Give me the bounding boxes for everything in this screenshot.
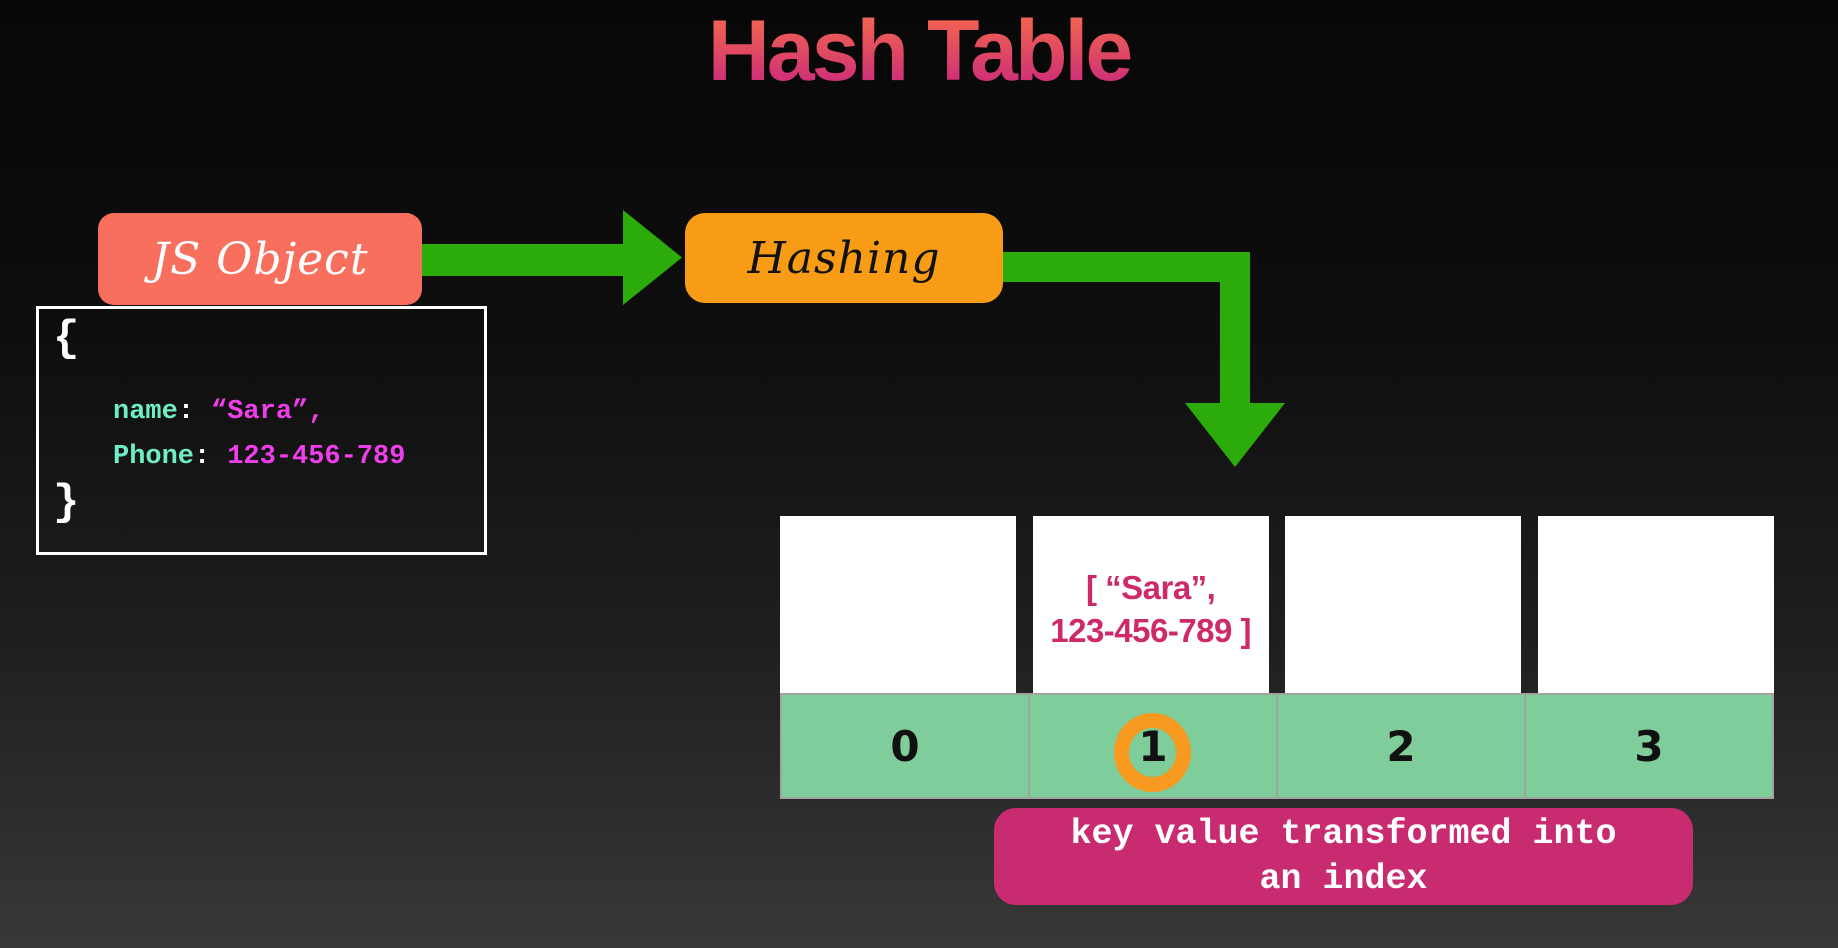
arrow-elbow-down-icon	[1003, 252, 1285, 467]
code-value: “Sara”,	[211, 397, 325, 427]
bucket-value-cell-0	[780, 516, 1016, 693]
hashing-box: Hashing	[685, 213, 1003, 303]
highlight-ring-icon	[1114, 713, 1191, 792]
bucket-index-2: 2	[1276, 695, 1524, 797]
caption-line: an index	[1259, 858, 1428, 899]
code-open-brace: {	[53, 314, 80, 364]
page-title: Hash Table	[0, 6, 1838, 97]
caption-box: key value transformed into an index	[994, 808, 1693, 905]
bucket-index-row: 0 1 2 3	[780, 693, 1774, 799]
caption-line: key value transformed into	[1070, 813, 1617, 854]
code-colon: :	[177, 397, 195, 427]
bucket-index-0: 0	[782, 695, 1028, 797]
code-close-brace: }	[53, 478, 80, 528]
bucket-value-line: 123-456-789 ]	[1050, 611, 1252, 649]
bucket-value-cell-1: [ “Sara”, 123-456-789 ]	[1032, 516, 1269, 693]
arrow-right-icon	[422, 210, 682, 305]
code-key: name	[113, 397, 178, 427]
bucket-value-cell-3	[1537, 516, 1774, 693]
js-object-box: JS Object	[98, 213, 422, 305]
bucket-value-cell-2	[1285, 516, 1522, 693]
code-value: 123-456-789	[227, 442, 406, 472]
js-object-label: JS Object	[151, 233, 369, 285]
code-line-name: name: “Sara”,	[113, 397, 324, 427]
bucket-value-line: [ “Sara”,	[1085, 568, 1216, 606]
code-block: { name:“Sara”, Phone:123-456-789 }	[36, 306, 487, 555]
bucket-index-3: 3	[1524, 695, 1772, 797]
hashing-label: Hashing	[747, 232, 941, 284]
code-key: Phone	[113, 442, 195, 472]
code-line-phone: Phone:123-456-789	[113, 442, 405, 472]
bucket-value-row: [ “Sara”, 123-456-789 ]	[780, 516, 1774, 693]
code-colon: :	[194, 442, 211, 472]
hash-table: [ “Sara”, 123-456-789 ] 0 1 2 3	[780, 516, 1774, 799]
